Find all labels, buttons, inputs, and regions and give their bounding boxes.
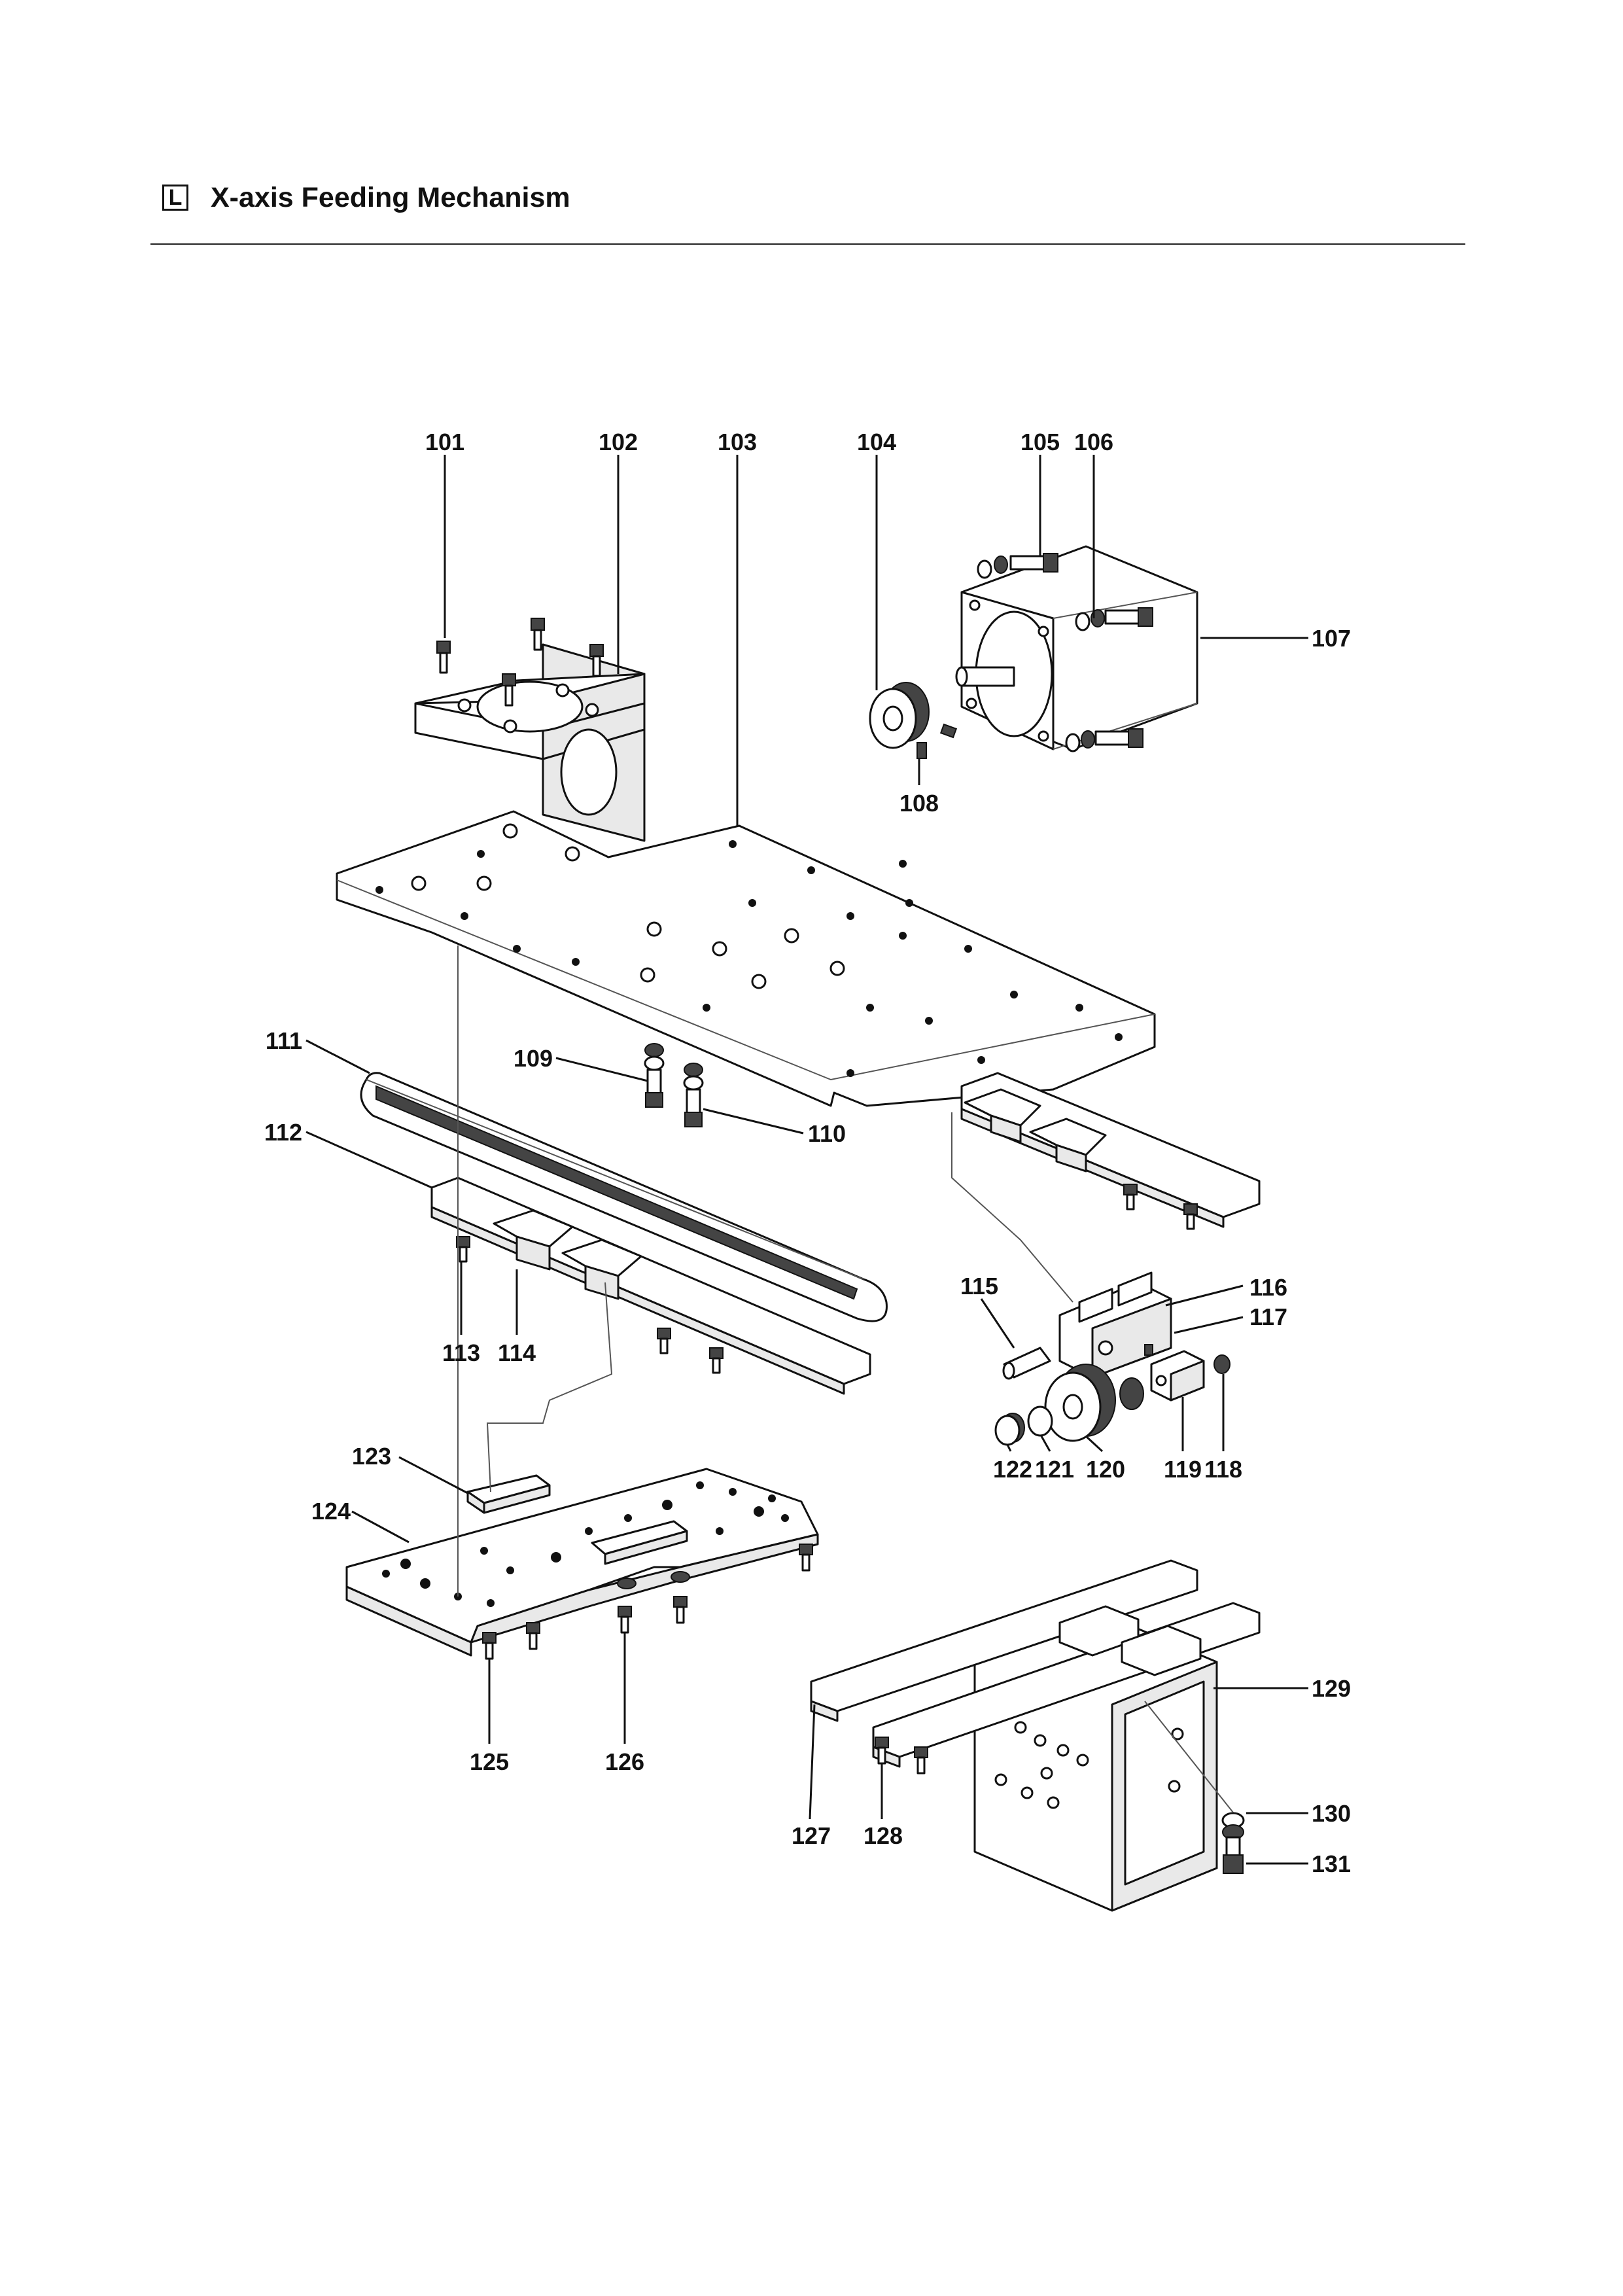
screw-128-group: [875, 1737, 928, 1775]
label-101: 101: [425, 429, 464, 455]
label-108: 108: [899, 790, 939, 817]
slide-block-114: [493, 1209, 642, 1300]
label-110: 110: [808, 1120, 846, 1147]
idler-pulley-120: [1044, 1364, 1144, 1442]
label-115: 115: [960, 1273, 998, 1299]
label-131: 131: [1312, 1850, 1351, 1877]
label-121: 121: [1035, 1456, 1074, 1483]
label-125: 125: [470, 1748, 509, 1775]
screw-101-group: [436, 618, 604, 707]
screw-105-106-group: [977, 553, 1153, 752]
label-116: 116: [1249, 1274, 1287, 1301]
section-letter-box: L: [162, 185, 188, 211]
leader-lines: [305, 455, 1308, 1865]
slide-plate-124: [345, 1468, 819, 1657]
page-title: X-axis Feeding Mechanism: [211, 181, 570, 213]
label-102: 102: [599, 429, 638, 455]
label-107: 107: [1312, 625, 1351, 652]
label-111: 111: [266, 1027, 302, 1054]
label-126: 126: [605, 1748, 644, 1775]
pin-115: [1002, 1347, 1051, 1380]
label-130: 130: [1312, 1800, 1351, 1827]
label-104: 104: [857, 429, 896, 455]
screw-109-110-group: [644, 1043, 704, 1127]
motor-bracket-102: [414, 643, 646, 842]
timing-pulley-104: [869, 682, 958, 749]
label-105: 105: [1021, 429, 1060, 455]
label-124: 124: [311, 1498, 351, 1525]
timing-belt-111: [360, 1072, 888, 1322]
label-119: 119: [1164, 1456, 1202, 1483]
label-118: 118: [1204, 1456, 1242, 1483]
servo-motor-107: [955, 545, 1198, 751]
set-screw-108: [916, 742, 927, 759]
washer-130: [1221, 1812, 1245, 1840]
part-number-labels: 101 102 103 104 105 106 107 108 109 110 …: [264, 429, 1351, 1877]
guide-rail-127: [810, 1559, 1261, 1768]
screw-113-group: [456, 1236, 724, 1374]
belt-clamp-123: [466, 1474, 551, 1514]
spacer-121: [1027, 1405, 1053, 1437]
label-128: 128: [864, 1822, 903, 1849]
label-127: 127: [792, 1822, 831, 1849]
bolt-131: [1223, 1836, 1244, 1874]
screw-125-126-group: [482, 1544, 813, 1660]
label-114: 114: [498, 1339, 536, 1366]
label-103: 103: [718, 429, 757, 455]
label-106: 106: [1074, 429, 1113, 455]
tension-block-119: [1150, 1350, 1205, 1402]
idler-bracket-116: [1058, 1271, 1172, 1379]
label-122: 122: [993, 1456, 1032, 1483]
base-plate-103: [336, 810, 1156, 1107]
label-109: 109: [514, 1045, 553, 1072]
adjust-screw-118: [1213, 1354, 1230, 1374]
label-117: 117: [1249, 1303, 1287, 1330]
label-123: 123: [352, 1443, 391, 1470]
belt-clamp-plate: [591, 1520, 688, 1565]
label-120: 120: [1086, 1456, 1125, 1483]
bearing-122: [994, 1413, 1025, 1446]
label-129: 129: [1312, 1675, 1351, 1702]
label-113: 113: [442, 1339, 480, 1366]
guide-rail-right-upper: [960, 1072, 1261, 1230]
label-112: 112: [264, 1119, 302, 1146]
section-header: L X-axis Feeding Mechanism: [162, 178, 570, 217]
header-divider: [150, 243, 1465, 245]
